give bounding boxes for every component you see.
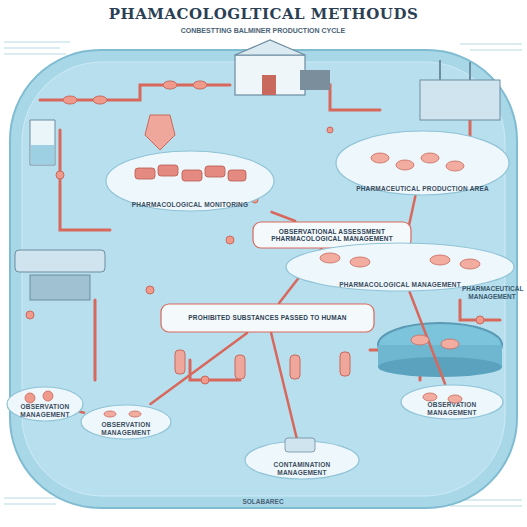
node-text-group: OBSERVATION MANAGEMENT [400,401,504,420]
node-text: PROHIBITED SUBSTANCES PASSED TO HUMAN [180,312,354,324]
node-text-group: OBSERVATION MANAGEMENT [6,403,84,422]
stage-plate: OBSERVATION MANAGEMENT [6,386,84,422]
node-text: CONTAMINATION MANAGEMENT [244,461,360,480]
lab-vials [175,350,350,379]
node-text: PHARMACEUTICAL PRODUCTION AREA [346,185,499,197]
process-pill: PROHIBITED SUBSTANCES PASSED TO HUMAN [160,303,375,333]
pipe-connector [271,333,297,440]
node-text: OBSERVATION MANAGEMENT [6,403,84,422]
node-shape [7,387,83,421]
node-shape [106,151,274,211]
faint-text-lines [4,42,522,506]
pipe-connector [410,292,445,384]
node-text: OBSERVATIONAL ASSESSMENT PHARMACOLOGICAL… [252,226,412,245]
node-text-group: OBSERVATIONAL ASSESSMENT PHARMACOLOGICAL… [252,226,412,245]
stage-plate: CONTAMINATION MANAGEMENT [244,440,360,480]
subtitle-label: CONBESTTING BALMINER PRODUCTION CYCLE [113,27,413,35]
stage-plate: PHARMACOLOGICAL MONITORING [105,150,275,212]
node-shape [81,405,171,439]
stage-plate: PHARMACOLOGICAL MANAGEMENT [285,242,515,292]
node-shape [401,385,503,419]
background-plate [10,50,517,508]
node-text-group: PHARMACOLOGICAL MANAGEMENT [329,281,471,293]
node-text-group: PROHIBITED SUBSTANCES PASSED TO HUMAN [180,312,354,324]
bottom-props [25,391,315,452]
cattle-group [135,165,246,181]
stage-plate: OBSERVATION MANAGEMENT [400,384,504,420]
node-text-group: PHARMACOLOGICAL MONITORING [122,201,259,213]
stage-plate: OBSERVATION MANAGEMENT [80,404,172,440]
pipe-connector [272,212,296,221]
node-text-group: CONTAMINATION MANAGEMENT [244,461,360,480]
node-shape [286,243,514,291]
node-text: PHARMACOLOGICAL MONITORING [122,201,259,213]
factory-building [235,40,330,95]
node-shape [161,304,374,332]
node-shape [245,441,359,479]
stage-plate: PHARMACEUTICAL PRODUCTION AREA [335,130,510,196]
diagram-title: PHAMACOLOGLTICAL METHOUDS [0,5,527,23]
pig-groups [104,153,480,417]
node-text: OBSERVATION MANAGEMENT [400,401,504,420]
node-text-group: OBSERVATION MANAGEMENT [80,421,172,440]
node-text-group: PHARMACEUTICAL PRODUCTION AREA [346,185,499,197]
pipe-connector [80,411,84,414]
node-shape [336,131,509,195]
pipe-connector [150,333,247,404]
node-text: OBSERVATION MANAGEMENT [80,421,172,440]
node-text: PHARMACOLOGICAL MANAGEMENT [329,281,471,293]
